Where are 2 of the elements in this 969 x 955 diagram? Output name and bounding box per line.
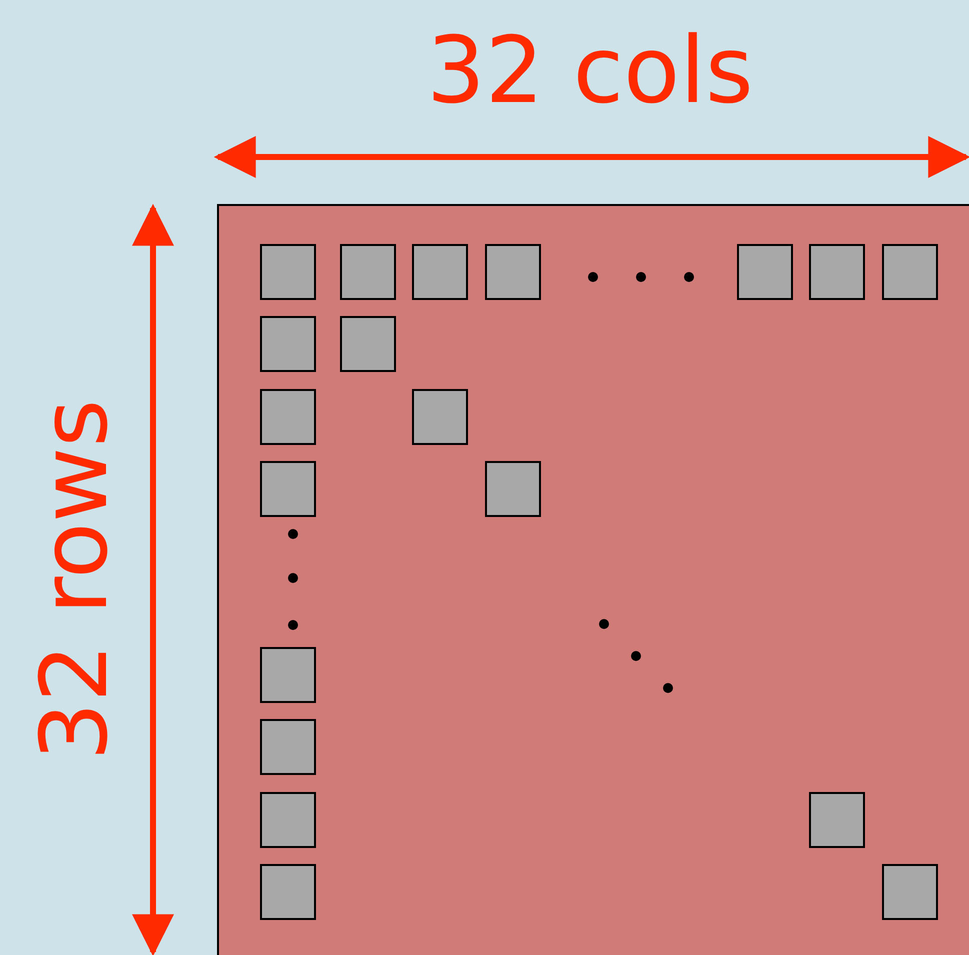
dimension-label: 32 rows [29,399,121,761]
dimension-label: 32 cols [426,25,754,117]
